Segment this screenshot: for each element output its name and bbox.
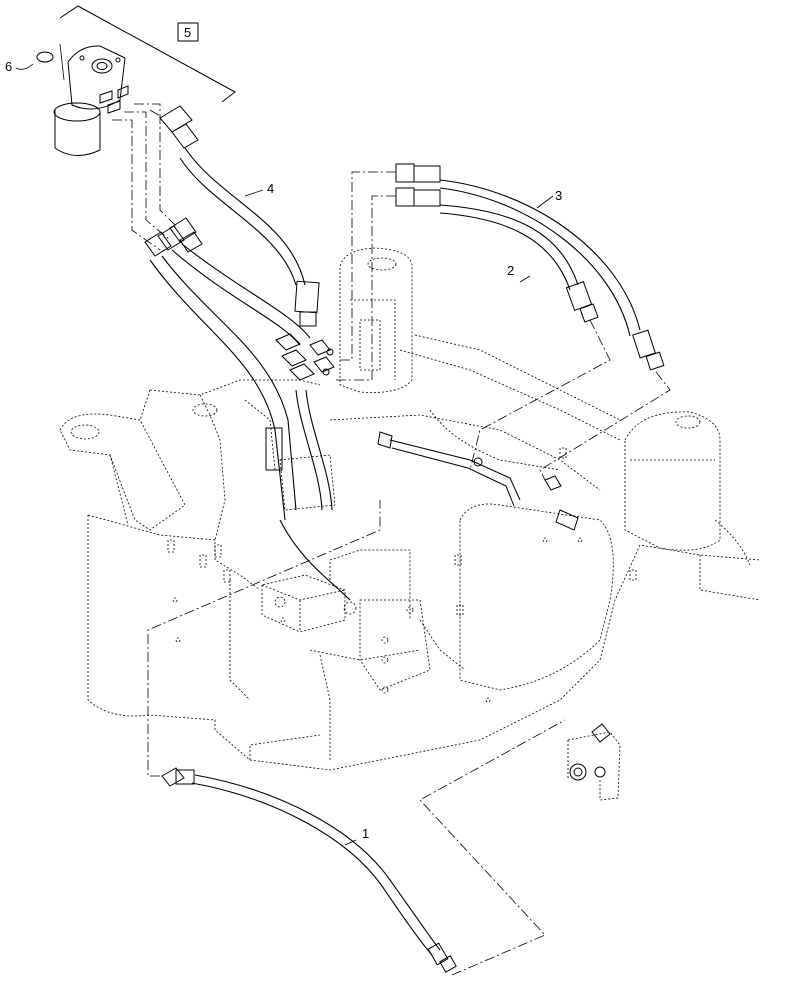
callout-3: 3 [555, 188, 562, 203]
chain-lines-upper-right [336, 171, 671, 481]
hose-4 [159, 105, 320, 327]
chassis-frame [87, 334, 761, 771]
hose-3 [395, 163, 665, 371]
hose-bundle [144, 217, 351, 601]
connection-chain-lines [112, 103, 179, 251]
sensor-bracket [567, 723, 621, 801]
studs [167, 447, 637, 703]
callout-1: 1 [362, 826, 369, 841]
callout-4: 4 [267, 181, 274, 196]
hose-2 [395, 187, 599, 323]
steering-cylinder-tower [339, 247, 413, 393]
center-block [261, 454, 431, 760]
right-tower [624, 411, 721, 551]
callout-labels: 1 2 3 4 5 6 [5, 25, 562, 841]
callout-5: 5 [184, 25, 191, 40]
hose-1 [161, 767, 457, 973]
callout-2: 2 [507, 263, 514, 278]
chain-lines-lower [147, 500, 566, 976]
callout-box-5 [177, 22, 199, 42]
manifold-fittings [275, 333, 335, 381]
assembly-bracket [59, 5, 236, 103]
callout-6: 6 [5, 59, 12, 74]
o-ring [15, 51, 54, 70]
steering-valve [53, 45, 129, 156]
left-arm [59, 413, 186, 531]
hydraulic-tube [377, 431, 579, 531]
